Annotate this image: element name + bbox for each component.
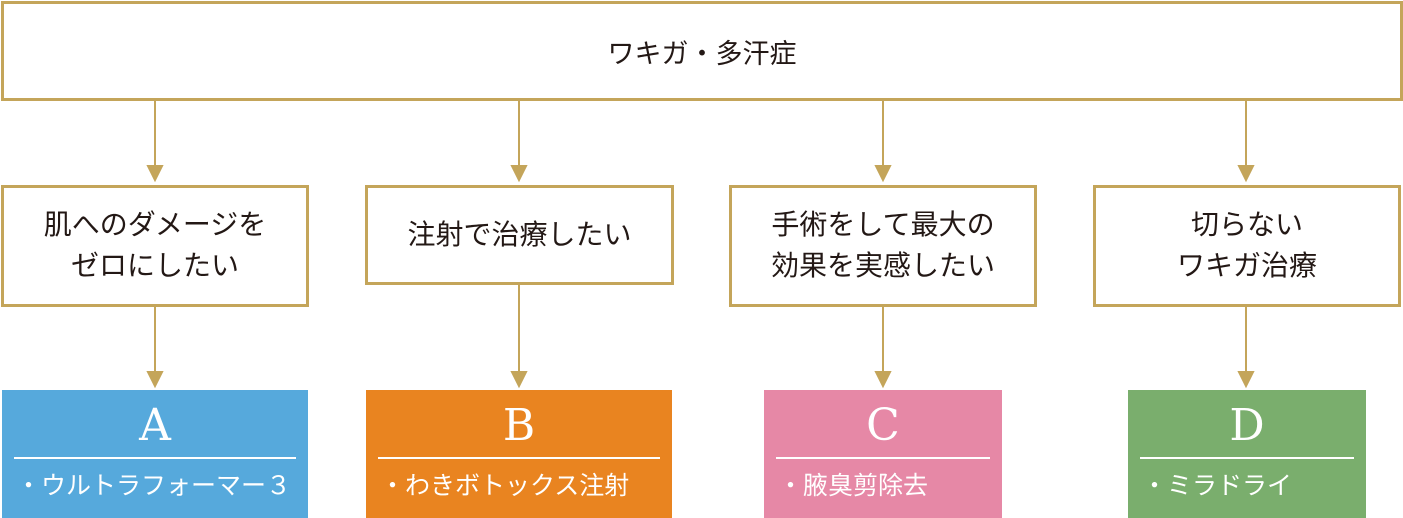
need-a-line-2: ゼロにしたい [70, 249, 239, 282]
result-c-treatment: ・腋臭剪除去 [778, 471, 929, 500]
result-node-a: A ・ウルトラフォーマー３ [2, 390, 308, 518]
result-d-divider [1140, 457, 1354, 459]
arrow-d-to-result-head [1237, 371, 1255, 389]
arrow-b-to-result-head [510, 371, 528, 389]
result-a-letter: A [139, 400, 171, 451]
result-c-divider [776, 457, 990, 459]
result-node-c: C ・腋臭剪除去 [764, 390, 1002, 518]
arrow-c-to-result-head [874, 371, 892, 389]
need-c-line-2: 効果を実感したい [770, 249, 995, 282]
result-d-treatment: ・ミラドライ [1142, 471, 1293, 500]
need-d-line-2: ワキガ治療 [1176, 249, 1317, 282]
need-node-d: 切らない ワキガ治療 [1093, 185, 1401, 307]
arrow-root-to-c-head [874, 165, 892, 183]
result-a-treatment: ・ウルトラフォーマー３ [16, 471, 292, 500]
result-c-letter: C [866, 400, 900, 451]
result-b-treatment: ・わきボトックス注射 [380, 471, 630, 500]
need-d-line-1: 切らない [1190, 208, 1303, 242]
need-node-a: 肌へのダメージを ゼロにしたい [1, 185, 309, 307]
root-node: ワキガ・多汗症 [1, 1, 1403, 101]
arrow-a-to-result-head [146, 371, 164, 389]
result-b-letter: B [502, 400, 536, 451]
arrow-root-to-a-head [146, 165, 164, 183]
result-node-d: D ・ミラドライ [1128, 390, 1366, 518]
need-node-c: 手術をして最大の 効果を実感したい [729, 185, 1037, 307]
root-label: ワキガ・多汗症 [607, 38, 797, 70]
need-a-line-1: 肌へのダメージを [43, 208, 267, 242]
arrow-root-to-d-head [1237, 165, 1255, 183]
result-b-divider [378, 457, 660, 459]
arrow-root-to-b-head [510, 165, 528, 183]
need-c-line-1: 手術をして最大の [771, 208, 995, 242]
need-node-b: 注射で治療したい [365, 185, 674, 285]
result-node-b: B ・わきボトックス注射 [366, 390, 672, 518]
need-b-line-1: 注射で治療したい [407, 217, 632, 251]
result-d-letter: D [1229, 400, 1265, 451]
result-a-divider [14, 457, 296, 459]
